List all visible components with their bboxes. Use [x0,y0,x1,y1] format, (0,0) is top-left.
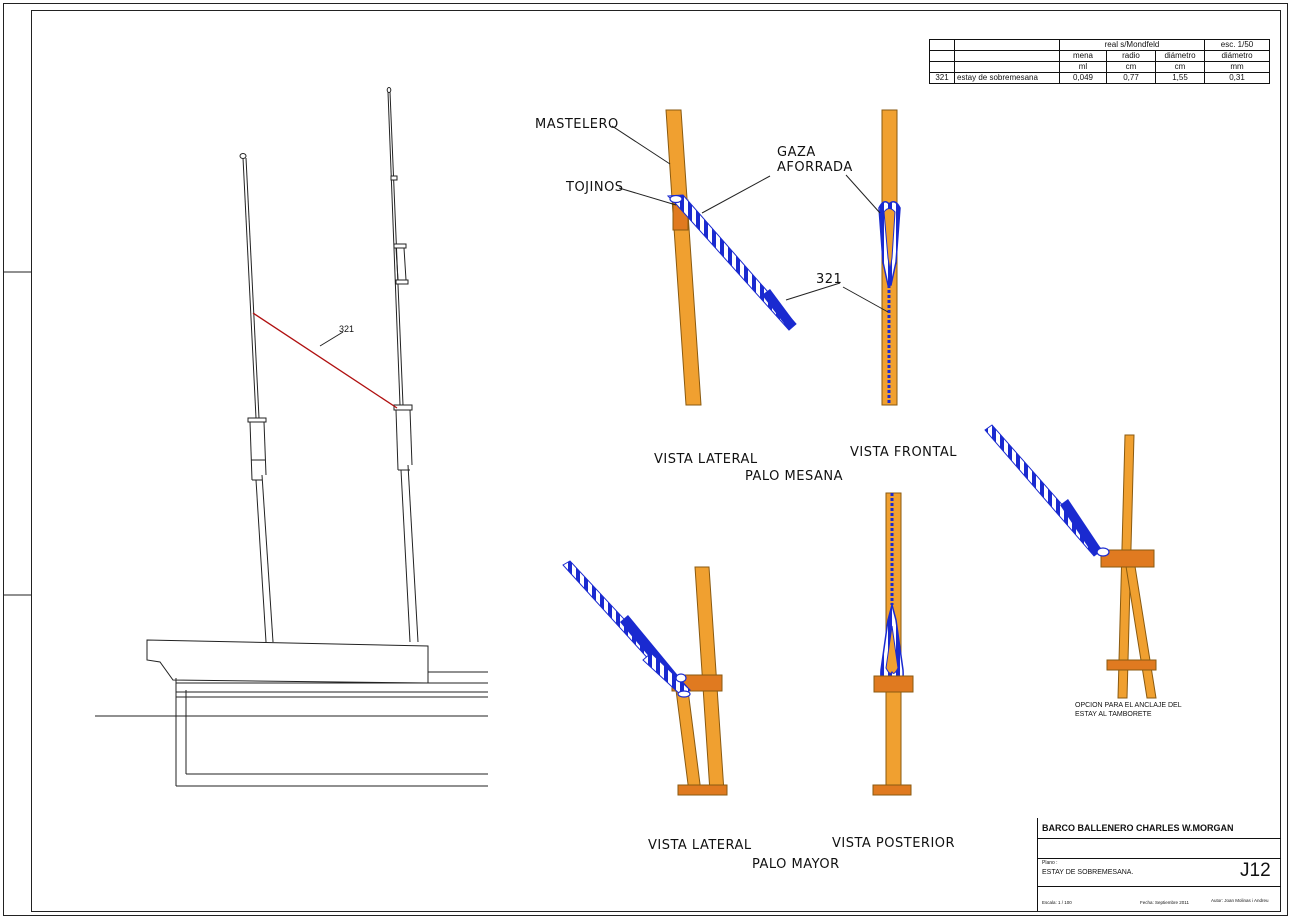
row-name: estay de sobremesana [954,72,1060,84]
col-mena: mena [1059,50,1107,62]
aforrada-label: AFORRADA [777,160,853,175]
row-radio: 0,77 [1106,72,1156,84]
palo-mesana-label: PALO MESANA [745,469,843,484]
title-divider [1038,886,1281,887]
mastelero-label: MASTELERO [535,117,619,132]
tojinos-label: TOJINOS [566,180,624,195]
row-number: 321 [929,72,955,84]
unit-diametro-scale: mm [1204,61,1270,73]
vista-frontal-label: VISTA FRONTAL [850,445,957,460]
ref-321-label: 321 [816,272,843,287]
mizzen-front-view [878,109,901,406]
stay-321-line [252,312,398,409]
mizzen-side-leaders [611,125,841,301]
ship-overview [95,87,488,787]
outer-border [3,3,1288,916]
drawing-border [31,10,1281,912]
palo-mayor-label: PALO MAYOR [752,857,840,872]
main-rear-view [872,492,914,796]
author-text: Autor: Joan Molinas i Andreu [1211,898,1269,903]
leader-line [319,331,344,347]
unit-mena: ml [1059,61,1107,73]
ship-name: BARCO BALLENERO CHARLES W.MORGAN [1042,823,1234,833]
header-group-scale: esc. 1/50 [1204,39,1270,51]
mizzen-front-leaders [842,174,889,313]
overview-ref-label: 321 [339,324,355,334]
scale-text: Escala: 1 / 100 [1042,900,1072,905]
col-diametro-scale: diámetro [1204,50,1270,62]
row-diametro: 1,55 [1155,72,1205,84]
col-diametro: diámetro [1155,50,1205,62]
option-note-line2: ESTAY AL TAMBORETE [1075,711,1152,718]
header-group-real: real s/Mondfeld [1059,39,1205,51]
title-divider [1038,838,1281,839]
option-view [984,424,1157,699]
vista-lateral-bottom-label: VISTA LATERAL [648,838,752,853]
date-text: Fecha: Septiembre 2011 [1140,900,1189,905]
mizzen-side-view [665,109,797,406]
plano-title: ESTAY DE SOBREMESANA. [1042,869,1134,876]
option-note-line1: OPCION PARA EL ANCLAJE DEL [1075,702,1182,709]
row-mena: 0,049 [1059,72,1107,84]
vista-lateral-top-label: VISTA LATERAL [654,452,758,467]
title-block: BARCO BALLENERO CHARLES W.MORGAN Plano :… [1037,818,1281,911]
vista-posterior-label: VISTA POSTERIOR [832,836,956,851]
table-row: 321 estay de sobremesana 0,049 0,77 1,55… [929,72,1270,84]
row-diametro-scale: 0,31 [1204,72,1270,84]
unit-radio: cm [1106,61,1156,73]
gaza-label: GAZA [777,145,816,160]
col-radio: radio [1106,50,1156,62]
plano-label: Plano : [1042,860,1058,866]
spec-table: real s/Mondfeld esc. 1/50 mena radio diá… [929,39,1270,84]
title-divider [1038,858,1281,859]
main-side-view [562,560,728,796]
sheet-number: J12 [1240,860,1271,881]
unit-diametro: cm [1155,61,1205,73]
